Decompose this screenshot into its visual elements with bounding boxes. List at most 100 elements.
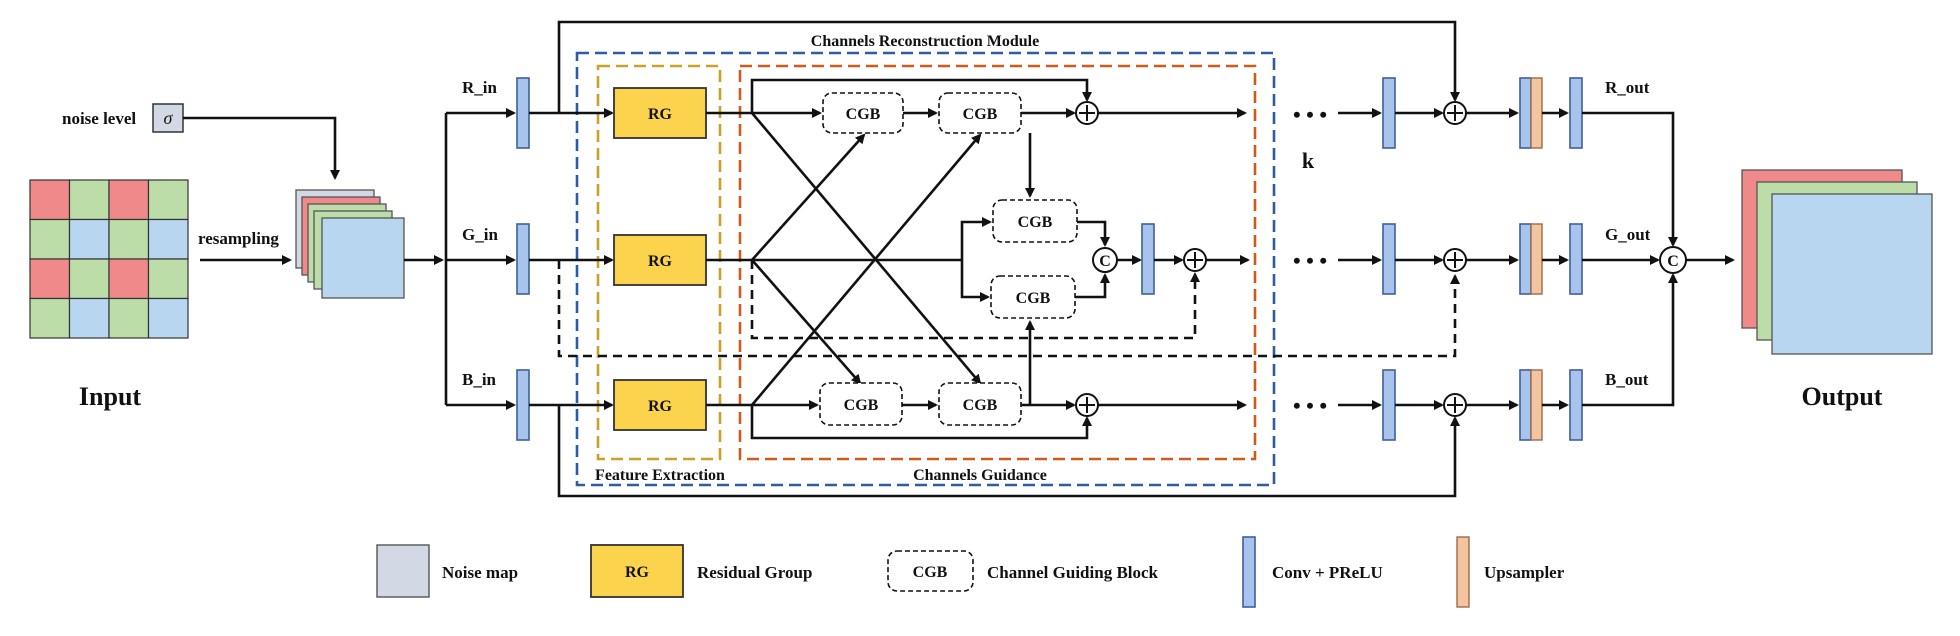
output-blue [1771,193,1933,355]
r-residual [750,78,1092,113]
legend-conv-icon [1242,536,1256,608]
conv-b-post [1382,369,1396,441]
mosaic-cell-b [68,218,110,260]
conv-r-in [516,77,530,149]
svg-text:CGB: CGB [1018,214,1053,231]
b-in-label: B_in [462,370,497,389]
legend-rg-label: Residual Group [697,563,812,582]
mosaic-cell-r [29,179,71,221]
noise-level-label: noise level [62,109,136,128]
cross-b-to-r2 [751,133,982,406]
mosaic-cell-g [68,258,110,300]
cgb-g-top-to-concat [1077,220,1110,247]
r-out-label: R_out [1605,78,1650,97]
sigma-symbol: σ [164,108,174,128]
skip-b [557,405,1460,498]
concat-final: C [1659,246,1687,274]
cgb-g-bottom-to-concat [1075,273,1110,299]
rg-block-r: RG [613,87,707,139]
mosaic-cell-g [147,258,189,300]
mosaic-cell-g [29,297,71,339]
conv-g-out [1569,223,1583,295]
conv-r-post [1382,77,1396,149]
resampled-stack [295,189,405,299]
k-label: k [1302,148,1315,173]
legend-cgb-text: CGB [913,564,948,581]
dots-r: • • • [1293,102,1327,127]
legend-noise-map-label: Noise map [442,563,518,582]
svg-text:CGB: CGB [963,106,998,123]
conv-r-out [1569,77,1583,149]
legend-upsampler-label: Upsampler [1484,563,1565,582]
svg-text:C: C [1099,253,1111,270]
feature-extraction-title: Feature Extraction [595,467,725,484]
cgb-g-top: CGB [992,199,1078,243]
channels-guidance-box [738,64,1257,461]
rg-block-g: RG [613,234,707,286]
plus-g [1183,248,1207,272]
cross-g-to-r1 [751,133,866,261]
skip-g-dashed [557,260,1460,358]
conv-g-post [1382,223,1396,295]
svg-text:CGB: CGB [844,397,879,414]
mosaic-cell-b [147,297,189,339]
mosaic-cell-b [68,297,110,339]
sigma-box [152,103,184,133]
upsampler-b [1519,369,1543,441]
svg-text:CGB: CGB [1016,290,1051,307]
mosaic-cell-g [108,218,150,260]
resampling-label: resampling [198,229,279,248]
plus-r [1075,101,1099,125]
plus-r-global [1443,101,1467,125]
cross-r-to-b2 [751,112,982,385]
r-out-to-concat [1582,111,1678,247]
plus-g-global [1443,248,1467,272]
legend: Noise map RG Residual Group CGB Channel … [376,536,1565,608]
cgb-r2: CGB [938,92,1022,134]
legend-cgb-label: Channel Guiding Block [987,563,1159,582]
channels-guidance-title: Channels Guidance [913,467,1047,484]
cgb-r1: CGB [822,92,904,134]
legend-conv-label: Conv + PReLU [1272,563,1383,582]
mosaic-cell-g [108,297,150,339]
input-mosaic [29,179,189,339]
skip-r [557,20,1460,113]
legend-upsampler-icon [1456,536,1470,608]
mosaic-cell-b [147,218,189,260]
output-stack [1741,169,1933,355]
b-out-label: B_out [1605,370,1649,389]
svg-text:C: C [1667,253,1679,270]
cgb-b2: CGB [938,382,1022,426]
svg-text:RG: RG [648,253,673,270]
cgb-g-bottom: CGB [990,275,1076,319]
reconstruction-module-box [575,51,1276,487]
b-out-to-concat [1582,273,1678,407]
b-residual [750,405,1092,440]
output-label: Output [1802,382,1883,411]
g-to-cgb-top [960,217,992,260]
dots-g: • • • [1293,248,1327,273]
mosaic-cell-r [108,179,150,221]
mosaic-cell-g [147,179,189,221]
mosaic-cell-r [29,258,71,300]
r-in-label: R_in [462,78,498,97]
concat-g: C [1092,247,1118,273]
reconstruction-module-title: Channels Reconstruction Module [811,33,1039,50]
svg-text:RG: RG [648,398,673,415]
svg-text:RG: RG [648,106,673,123]
upsampler-r [1519,77,1543,149]
blue-layer [321,217,405,299]
plus-b-global [1443,393,1467,417]
noise-arrow [183,116,340,180]
g-to-cgb-bottom [960,260,990,302]
cgb-b1: CGB [819,382,903,426]
mosaic-cell-g [29,218,71,260]
legend-rg-icon [590,544,684,598]
svg-text:CGB: CGB [963,397,998,414]
rg-block-b: RG [613,379,707,431]
legend-cgb-icon [887,550,974,592]
conv-b-in [516,369,530,441]
upsampler-g [1519,223,1543,295]
cross-g-to-b1 [751,259,862,385]
